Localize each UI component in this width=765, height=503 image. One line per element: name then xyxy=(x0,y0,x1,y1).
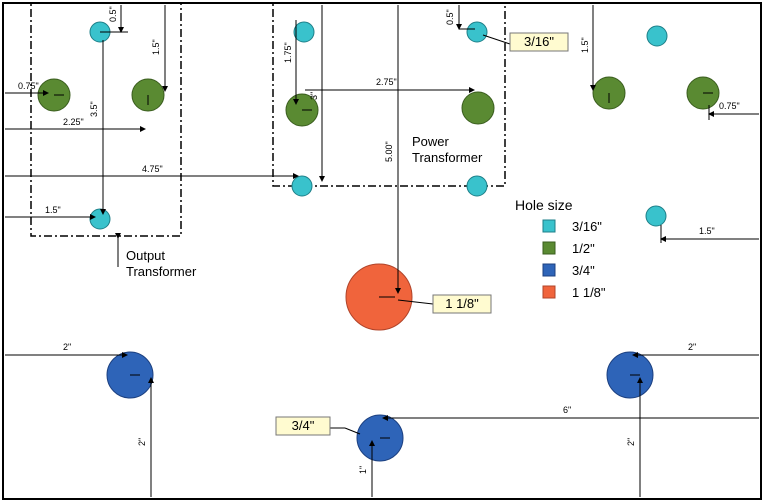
legend-label: 1 1/8" xyxy=(572,285,606,300)
legend: Hole size 3/16" 1/2" 3/4" 1 1/8" xyxy=(515,197,606,300)
dim-label: 2" xyxy=(626,438,636,446)
dim-label: 4.75" xyxy=(142,164,163,174)
legend-swatch xyxy=(542,285,556,299)
dim-label: 0.5" xyxy=(108,6,118,22)
dim-label: 3.5" xyxy=(89,101,99,117)
hole-small-4 xyxy=(646,25,668,47)
legend-label: 1/2" xyxy=(572,241,595,256)
dim-label: 0.75" xyxy=(719,101,740,111)
dim-label: 2.75" xyxy=(376,77,397,87)
legend-swatch xyxy=(542,241,556,255)
output-label-line: Output xyxy=(126,248,165,263)
callout-box xyxy=(509,32,569,52)
dim-label: 2" xyxy=(137,438,147,446)
holes xyxy=(37,21,720,462)
legend-title: Hole size xyxy=(515,197,573,213)
callout-label: 3/16" xyxy=(524,34,554,49)
hole-small-2 xyxy=(293,21,315,43)
dim-label: 2" xyxy=(688,342,696,352)
callout-3-16: 3/16" xyxy=(509,32,569,52)
callout-label: 1 1/8" xyxy=(445,296,479,311)
callout-box xyxy=(432,294,492,314)
output-label-line: Transformer xyxy=(126,264,197,279)
center-marks xyxy=(54,92,713,439)
dim-label: 1.5" xyxy=(45,205,61,215)
dim-label: 6" xyxy=(563,405,571,415)
hole-small-3 xyxy=(466,21,488,43)
hole-small-8 xyxy=(645,205,667,227)
power-label-line: Transformer xyxy=(412,150,483,165)
callout-label: 3/4" xyxy=(292,418,315,433)
dim-label: 1.5" xyxy=(580,37,590,53)
power-label-line: Power xyxy=(412,134,450,149)
dim-label: 0.5" xyxy=(445,9,455,25)
power-transformer-region xyxy=(272,2,506,187)
legend-label: 3/16" xyxy=(572,219,602,234)
dim-label: 1.5" xyxy=(699,226,715,236)
legend-swatch xyxy=(542,263,556,277)
legend-label: 3/4" xyxy=(572,263,595,278)
dim-label: 2" xyxy=(63,342,71,352)
dim-label: 2.25" xyxy=(63,117,84,127)
callout-box xyxy=(275,416,331,436)
callout-3-4: 3/4" xyxy=(275,416,331,436)
dim-label: 0.75" xyxy=(18,81,39,91)
dim-label: 1.75" xyxy=(283,42,293,63)
output-transformer-region xyxy=(30,2,182,237)
callout-1-1-8: 1 1/8" xyxy=(432,294,492,314)
dim-label: 3" xyxy=(309,92,319,100)
hole-medium-4 xyxy=(461,91,495,125)
power-transformer-label: Power Transformer xyxy=(412,134,483,165)
dim-label: 5.00" xyxy=(384,141,394,162)
dim-label: 1" xyxy=(358,466,368,474)
dim-label: 1.5" xyxy=(151,39,161,55)
dimension-lines xyxy=(5,5,759,497)
legend-swatch xyxy=(542,219,556,233)
hole-small-5 xyxy=(291,175,313,197)
hole-small-6 xyxy=(466,175,488,197)
output-transformer-label: Output Transformer xyxy=(126,248,197,279)
hole-small-7 xyxy=(89,208,111,230)
dimension-labels: 0.5" 1.5" 0.75" 3.5" 2.25" 4.75" 1.5" 1.… xyxy=(18,6,740,474)
